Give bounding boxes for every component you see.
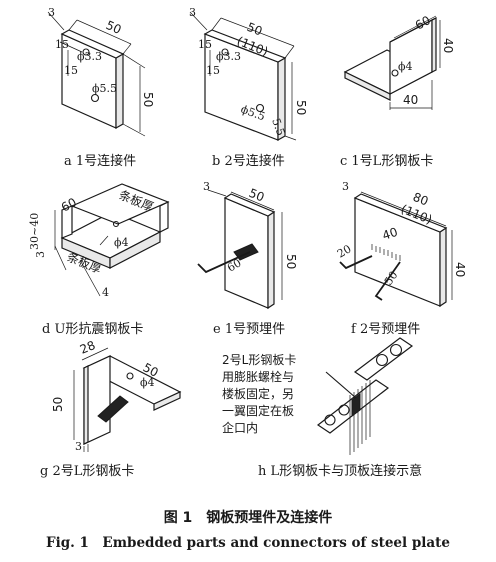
dim-f-top: 80 (411, 190, 430, 209)
caption-b: b 2号连接件 (212, 154, 285, 169)
dim-g-top: 50 (141, 360, 161, 380)
part-h-drawing (316, 337, 414, 455)
figure-title-english: Fig. 1 Embedded parts and connectors of … (45, 535, 450, 551)
dim-e-bar: 60 (225, 256, 244, 274)
dim-g-hole: ϕ4 (140, 376, 155, 389)
dim-f-mid: 40 (381, 225, 400, 243)
part-g-drawing: 28 50 50 3 ϕ4 (51, 338, 182, 453)
dim-a-thickness: 3 (48, 6, 55, 19)
dim-g-left: 28 (78, 338, 97, 357)
caption-e: e 1号预埋件 (213, 322, 286, 337)
dim-f-side: 40 (453, 262, 467, 277)
dim-e-side: 50 (284, 254, 298, 269)
dim-e-top: 50 (247, 186, 266, 205)
part-e-drawing: 3 50 50 60 (197, 180, 298, 310)
part-a-drawing: 3 50 50 ϕ3.3 ϕ5.5 15 15 (47, 6, 155, 137)
dim-a-top: 50 (104, 18, 124, 37)
dim-b-side: 50 (294, 100, 308, 115)
caption-a: a 1号连接件 (64, 154, 137, 169)
dim-c-bottom: 40 (403, 93, 418, 107)
part-b-drawing: 3 50 (110) 50 ϕ3.3 ϕ5.5 5.5 15 15 (189, 6, 308, 142)
dim-b-d3: 5.5 (269, 117, 287, 138)
dim-f-thickness: 3 (342, 180, 349, 193)
dim-b-hole1: ϕ3.3 (216, 50, 241, 63)
dim-a-hole1: ϕ3.3 (77, 50, 102, 63)
part-f-drawing: 3 80 (110) 40 40 20 50 (335, 180, 467, 308)
caption-h: h L形钢板卡与顶板连接示意 (258, 464, 423, 479)
dim-e-thickness: 3 (203, 180, 210, 193)
caption-f: f 2号预埋件 (351, 322, 421, 337)
dim-g-side: 50 (51, 397, 65, 412)
part-d-drawing: 60 30~40 3 4 ϕ4 条板厚 条板厚 (28, 183, 170, 299)
dim-f-bar1: 20 (335, 242, 354, 260)
dim-a-hole2: ϕ5.5 (92, 82, 117, 95)
connection-note: 2号L形钢板卡 用膨胀螺栓与 楼板固定，另 一翼固定在板 企口内 (222, 353, 297, 435)
dim-c-side: 40 (441, 38, 455, 53)
dim-a-e2: 15 (64, 64, 78, 77)
caption-c: c 1号L形钢板卡 (340, 154, 434, 169)
figure-title: 图 1 钢板预埋件及连接件 (163, 510, 333, 526)
dim-b-e2: 15 (206, 64, 220, 77)
dim-b-top: 50 (245, 20, 264, 39)
dim-b-thickness: 3 (189, 6, 196, 19)
dim-d-thickness2: 4 (102, 286, 109, 299)
dim-a-e1: 15 (55, 38, 69, 51)
caption-d: d U形抗震钢板卡 (42, 322, 144, 337)
figure-drawing: 3 50 50 ϕ3.3 ϕ5.5 15 15 3 50 (110) 50 ϕ3… (28, 6, 467, 455)
dim-d-width: 60 (59, 195, 79, 215)
dim-d-hole: ϕ4 (114, 236, 129, 249)
dim-d-height: 30~40 (28, 213, 41, 250)
dim-a-side: 50 (141, 92, 155, 107)
part-c-drawing: 60 40 40 ϕ4 (343, 13, 455, 110)
dim-d-thickness: 3 (34, 251, 47, 258)
dim-c-top: 60 (413, 13, 433, 33)
dim-c-hole: ϕ4 (398, 60, 413, 73)
caption-g: g 2号L形钢板卡 (40, 464, 135, 479)
dim-g-thickness: 3 (75, 440, 82, 453)
dim-b-e1: 15 (198, 38, 212, 51)
